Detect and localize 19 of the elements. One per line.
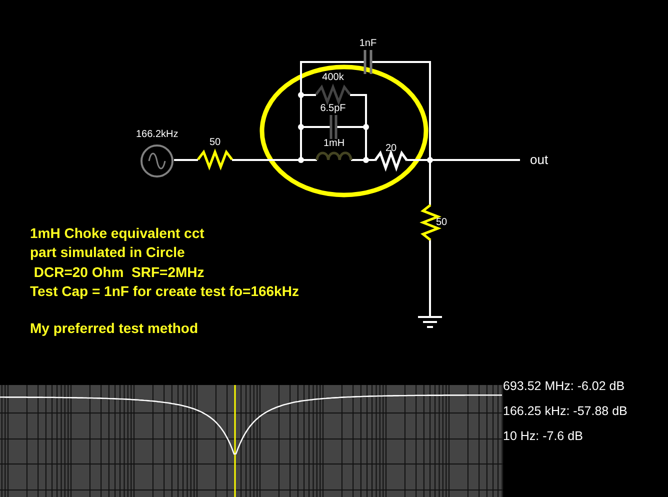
component-value: 400k (321, 72, 345, 84)
measurement-readout: 10 Hz: -7.6 dB (503, 429, 583, 444)
component-value: 166.2kHz (136, 129, 178, 141)
component-value: 20 (384, 143, 398, 155)
component-value: 50 (436, 217, 448, 229)
component-value: 1nF (358, 38, 378, 50)
measurement-readout: 693.52 MHz: -6.02 dB (503, 379, 625, 394)
wire (174, 159, 198, 161)
note-text: Test Cap = 1nF for create test fo=166kHz (30, 283, 299, 300)
note-text: DCR=20 Ohm SRF=2MHz (32, 264, 204, 281)
component-value: 1mH (322, 138, 346, 150)
note-text: 1mH Choke equivalent cct (30, 225, 204, 242)
measurement-readout: 166.25 kHz: -57.88 dB (503, 404, 628, 419)
wire (429, 240, 431, 316)
note-text: part simulated in Circle (30, 244, 185, 261)
note-text: My preferred test method (30, 320, 198, 337)
component-value: 6.5pF (319, 103, 347, 115)
output-terminal-label: out (530, 152, 548, 168)
component-value: 50 (208, 137, 222, 149)
